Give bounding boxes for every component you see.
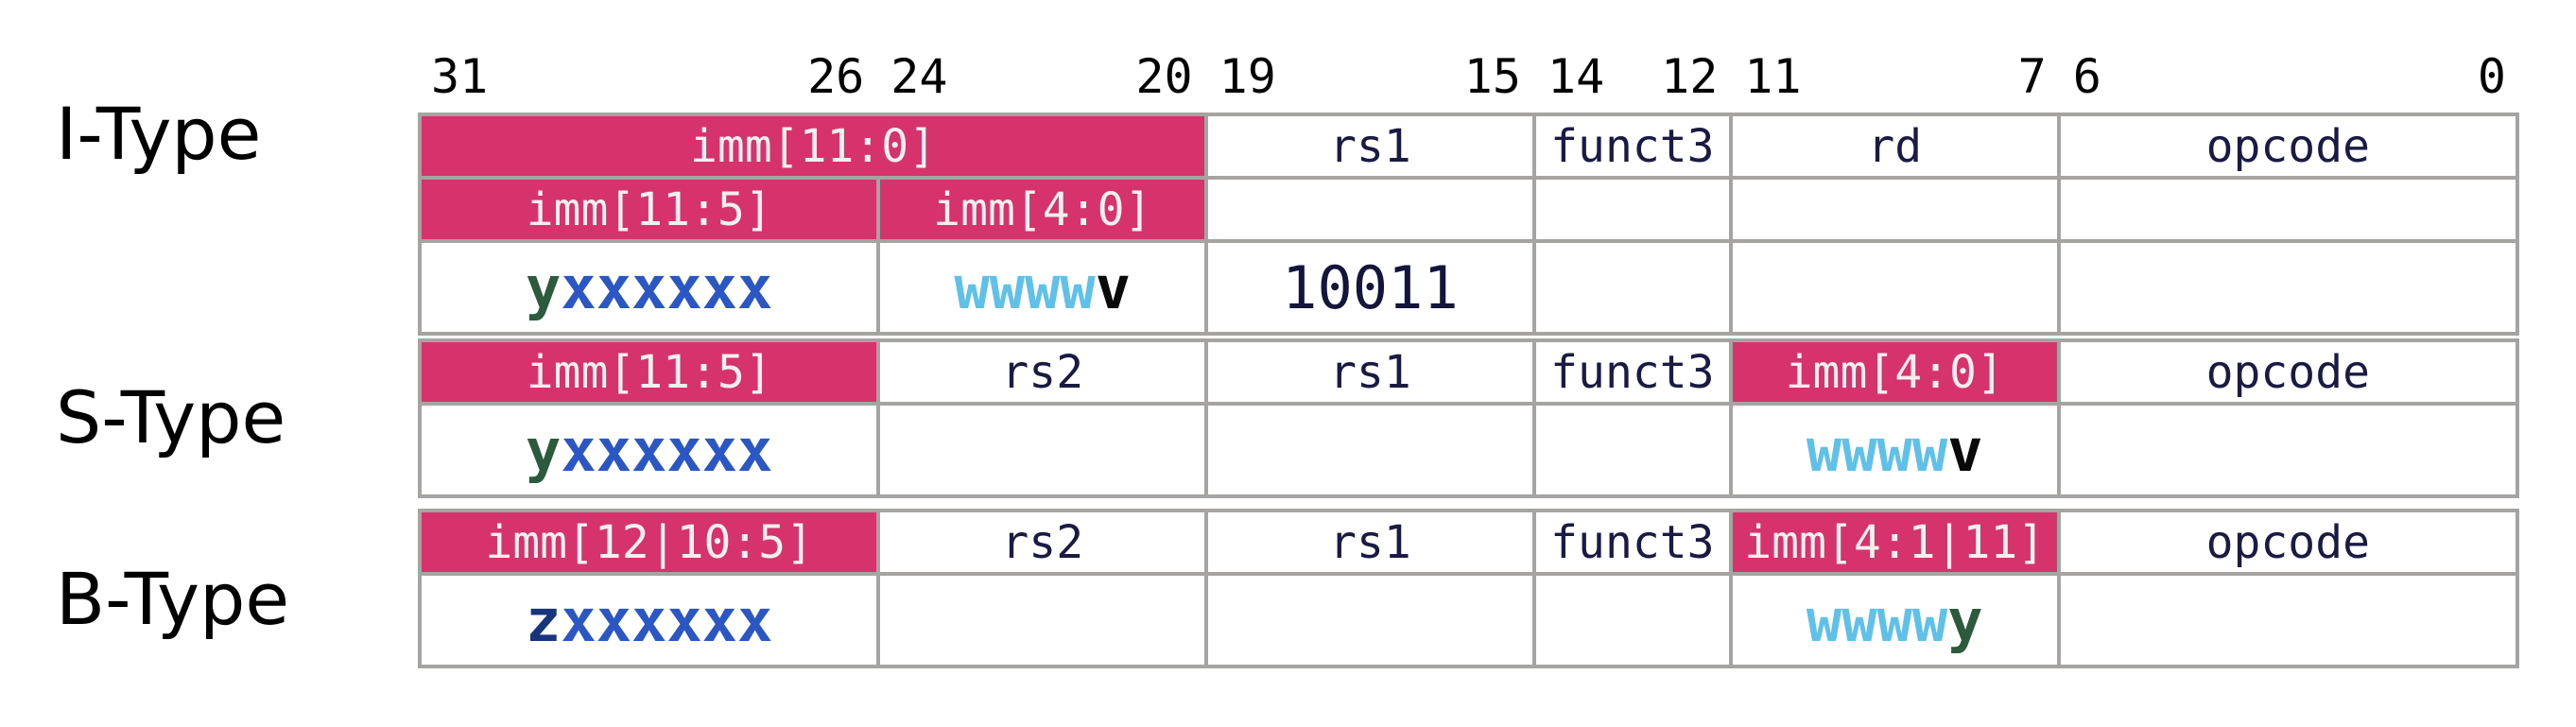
bit-index-label: 14: [1547, 49, 1605, 104]
itype-opcode-field: opcode: [2060, 116, 2519, 180]
stype-label: S-Type: [56, 375, 286, 459]
empty-cell: [2060, 180, 2519, 243]
stype-opcode-field: opcode: [2060, 342, 2519, 406]
stype-rs1-field: rs1: [1208, 342, 1536, 406]
bit-ruler-segment: 11 7: [1731, 51, 2059, 100]
empty-cell: [1535, 180, 1733, 243]
bit-index-label: 0: [2477, 49, 2506, 104]
bit-ruler-segment: 6 0: [2060, 51, 2519, 100]
bit-index-label: 12: [1661, 49, 1719, 104]
imm-hi-body-bits: xxxxxx: [561, 585, 773, 655]
imm-lo-body-bits: wwww: [954, 252, 1096, 322]
bit-index-label: 6: [2072, 49, 2101, 104]
imm-hi-prefix-bit: y: [526, 415, 562, 485]
btype-label: B-Type: [56, 557, 290, 641]
stype-funct3-field: funct3: [1535, 342, 1733, 406]
imm-lo-body-bits: wwww: [1806, 585, 1948, 655]
empty-cell: [1535, 406, 1733, 498]
stype-rs2-field: rs2: [880, 342, 1209, 406]
btype-funct3-field: funct3: [1535, 512, 1733, 576]
empty-cell: [1535, 576, 1733, 668]
rs1-binary-value: 10011: [1282, 252, 1459, 322]
imm-hi-body-bits: xxxxxx: [561, 415, 773, 485]
btype-rs2-field: rs2: [880, 512, 1209, 576]
itype-rs1-bits: 10011: [1208, 243, 1536, 336]
stype-field-row: imm[11:5] rs2 rs1 funct3 imm[4:0] opcode: [422, 342, 2519, 406]
stype-table: imm[11:5] rs2 rs1 funct3 imm[4:0] opcode…: [418, 338, 2519, 498]
stype-imm-lo-field: imm[4:0]: [1732, 342, 2061, 406]
empty-cell: [1535, 243, 1733, 336]
empty-cell: [2060, 406, 2519, 498]
itype-imm-field: imm[11:0]: [422, 116, 1209, 180]
imm-hi-prefix-bit: y: [526, 252, 562, 322]
itype-rd-field: rd: [1732, 116, 2061, 180]
empty-cell: [1208, 180, 1536, 243]
bit-index-label: 31: [431, 49, 489, 104]
bit-index-label: 7: [2017, 49, 2047, 104]
btype-imm-hi-field: imm[12|10:5]: [422, 512, 881, 576]
itype-imm-split-row: imm[11:5] imm[4:0]: [422, 180, 2519, 243]
bit-index-label: 15: [1463, 49, 1521, 104]
bit-index-label: 19: [1219, 49, 1276, 104]
empty-cell: [880, 576, 1209, 668]
empty-cell: [1208, 576, 1536, 668]
stype-imm-hi-field: imm[11:5]: [422, 342, 881, 406]
imm-lo-suffix-bit: y: [1947, 585, 1983, 655]
bit-ruler-segment: 24 20: [877, 51, 1205, 100]
bit-index-label: 26: [807, 49, 865, 104]
itype-funct3-field: funct3: [1535, 116, 1733, 180]
btype-imm-lo-field: imm[4:1|11]: [1732, 512, 2061, 576]
itype-rs1-field: rs1: [1208, 116, 1536, 180]
bit-index-label: 11: [1744, 49, 1802, 104]
itype-imm-hi-field: imm[11:5]: [422, 180, 881, 243]
imm-hi-prefix-bit: z: [526, 585, 562, 655]
imm-lo-body-bits: wwww: [1806, 415, 1948, 485]
itype-field-row: imm[11:0] rs1 funct3 rd opcode: [422, 116, 2519, 180]
btype-field-row: imm[12|10:5] rs2 rs1 funct3 imm[4:1|11] …: [422, 512, 2519, 576]
bit-ruler-segment: 19 15: [1206, 51, 1534, 100]
imm-lo-suffix-bit: v: [1095, 252, 1132, 322]
empty-cell: [2060, 243, 2519, 336]
bit-ruler-segment: 31 26: [418, 51, 877, 100]
btype-rs1-field: rs1: [1208, 512, 1536, 576]
bit-index-label: 20: [1135, 49, 1193, 104]
itype-imm-lo-field: imm[4:0]: [880, 180, 1209, 243]
imm-lo-suffix-bit: v: [1947, 415, 1983, 485]
empty-cell: [2060, 576, 2519, 668]
bit-ruler: 31 26 24 20 19 15 14 12 11 7 6 0: [418, 51, 2519, 100]
empty-cell: [1732, 180, 2061, 243]
empty-cell: [1208, 406, 1536, 498]
empty-cell: [880, 406, 1209, 498]
imm-hi-body-bits: xxxxxx: [561, 252, 773, 322]
bit-index-label: 24: [890, 49, 948, 104]
btype-opcode-field: opcode: [2060, 512, 2519, 576]
btype-table: imm[12|10:5] rs2 rs1 funct3 imm[4:1|11] …: [418, 509, 2519, 668]
bit-ruler-segment: 14 12: [1534, 51, 1731, 100]
itype-label: I-Type: [56, 92, 262, 176]
empty-cell: [1732, 243, 2061, 336]
itype-table: imm[11:0] rs1 funct3 rd opcode imm[11:5]…: [418, 113, 2519, 336]
